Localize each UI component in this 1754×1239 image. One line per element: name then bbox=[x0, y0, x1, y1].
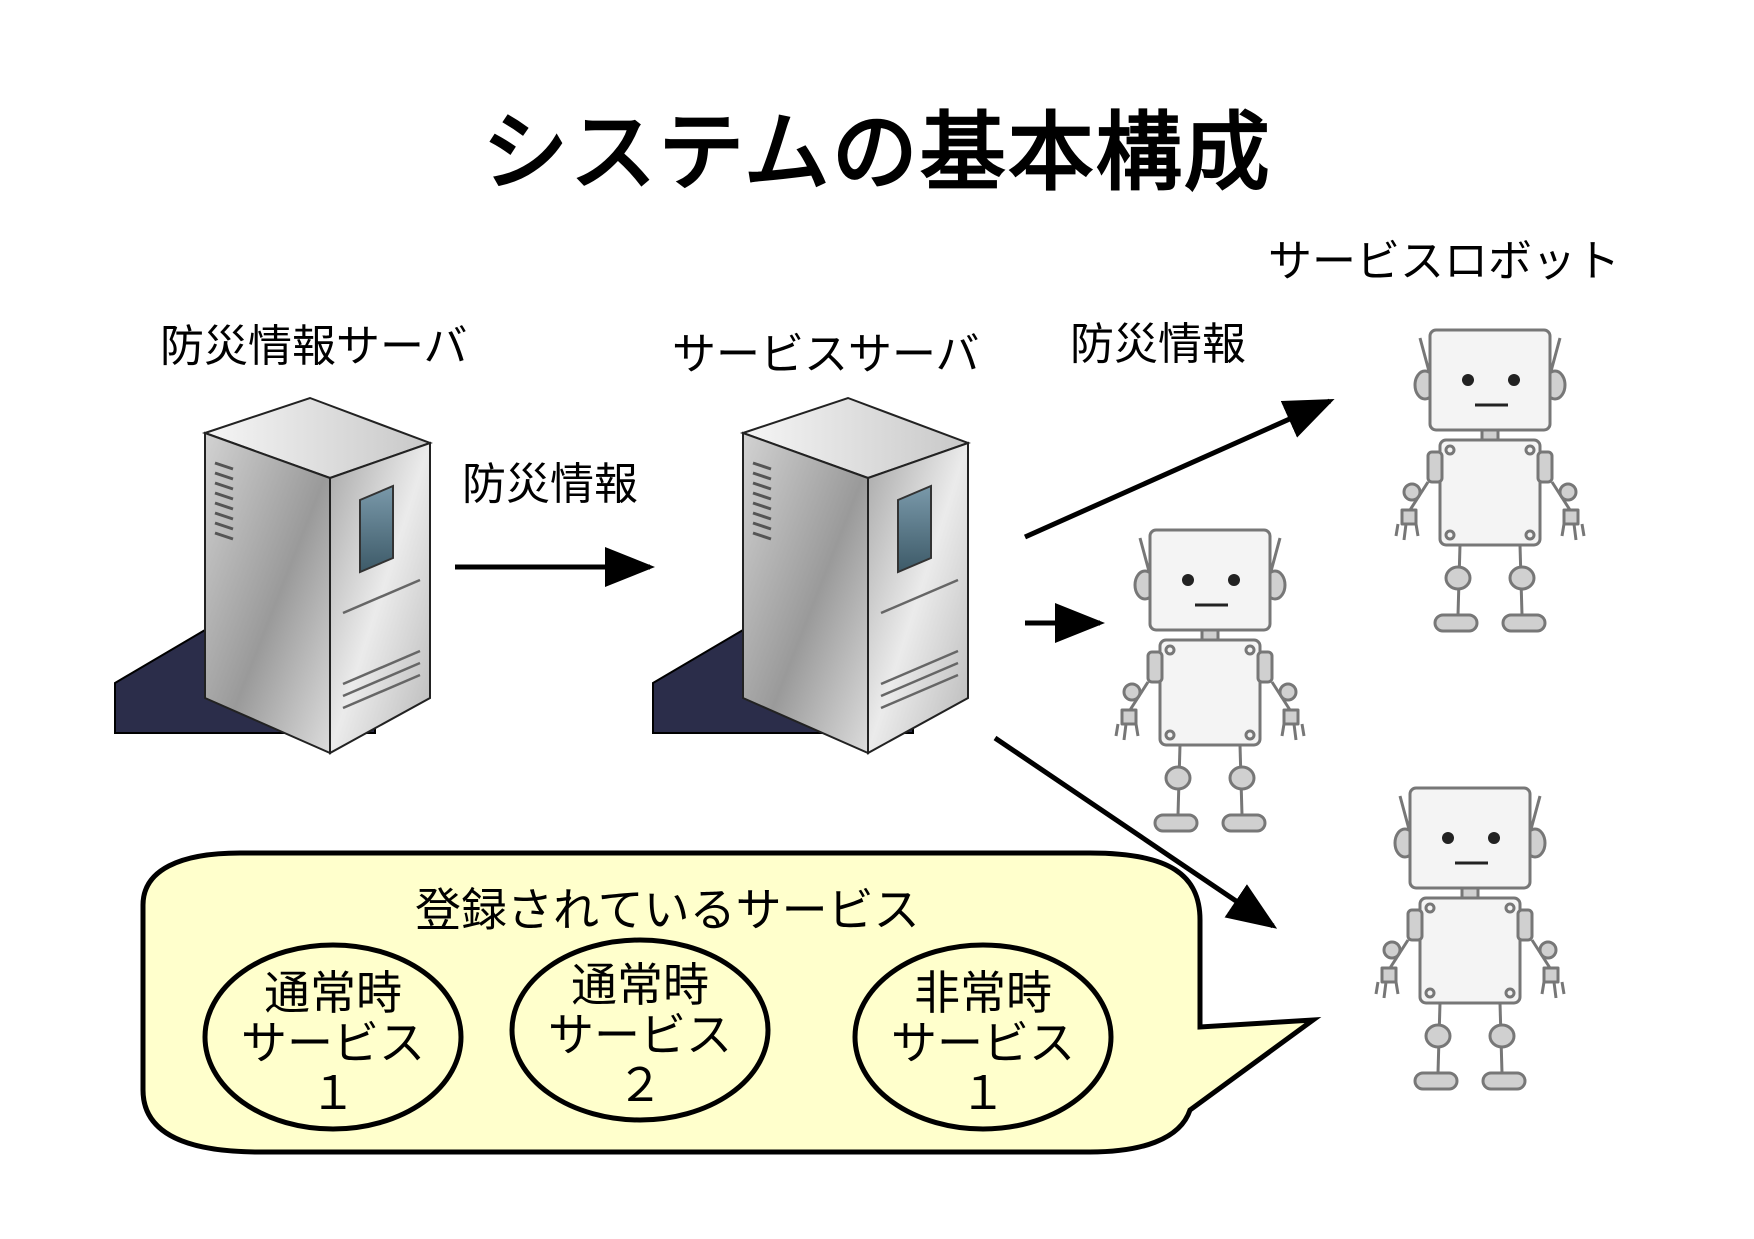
service-word: サービス bbox=[241, 1016, 425, 1070]
disaster-info-server-icon bbox=[113, 396, 432, 755]
service-item-normal-2: 通常時 サービス ２ bbox=[520, 960, 760, 1110]
service-type: 非常時 bbox=[914, 966, 1052, 1020]
label-service-server: サービスサーバ bbox=[672, 329, 980, 380]
service-type: 通常時 bbox=[571, 958, 709, 1012]
service-word: サービス bbox=[548, 1008, 732, 1062]
callout-heading: 登録されているサービス bbox=[415, 883, 920, 937]
service-ellipse-emergency-1 bbox=[852, 942, 1114, 1132]
robot-icon-top bbox=[1394, 328, 1586, 633]
label-service-robot: サービスロボット bbox=[1268, 236, 1620, 287]
label-disaster-info-arrow: 防災情報 bbox=[462, 459, 638, 510]
arrow-to-top-robot bbox=[1023, 398, 1335, 540]
service-server-icon bbox=[651, 396, 970, 755]
service-item-normal-1: 通常時 サービス １ bbox=[213, 968, 453, 1118]
label-disaster-info-robots: 防災情報 bbox=[1070, 319, 1246, 370]
arrow-to-bottom-robot bbox=[993, 735, 1278, 929]
service-number: １ bbox=[960, 1066, 1006, 1120]
service-ellipse-normal-1 bbox=[202, 942, 464, 1132]
label-disaster-info-server: 防災情報サーバ bbox=[160, 321, 468, 372]
service-item-emergency-1: 非常時 サービス １ bbox=[863, 968, 1103, 1118]
robot-icon-middle bbox=[1114, 528, 1306, 833]
service-number: １ bbox=[310, 1066, 356, 1120]
service-ellipse-normal-2 bbox=[509, 937, 771, 1123]
service-number: ２ bbox=[617, 1058, 663, 1112]
robot-icon-bottom bbox=[1374, 786, 1566, 1091]
service-type: 通常時 bbox=[264, 966, 402, 1020]
page-title: システムの基本構成 bbox=[482, 103, 1272, 203]
service-word: サービス bbox=[891, 1016, 1075, 1070]
